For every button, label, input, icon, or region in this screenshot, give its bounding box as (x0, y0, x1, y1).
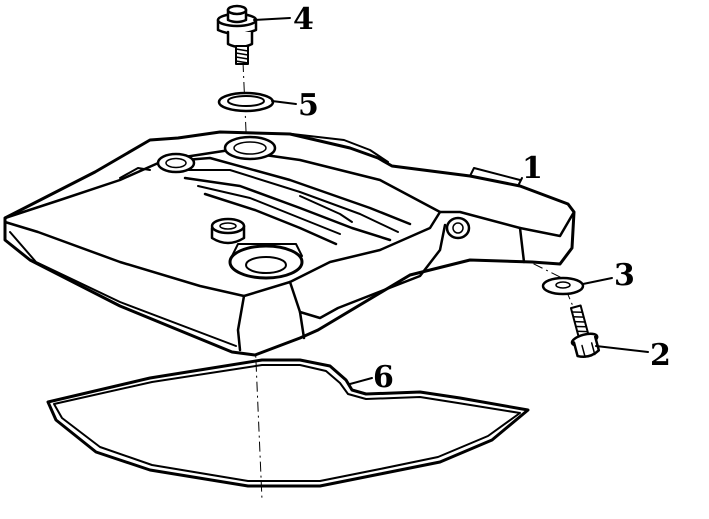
callout-3: 3 (614, 258, 635, 293)
part-4-top-bolt (216, 4, 258, 65)
center-bolt-boss (228, 243, 304, 280)
callout-2: 2 (650, 338, 671, 373)
part-3-washer (541, 276, 585, 296)
callout-4: 4 (293, 2, 314, 37)
callout-5: 5 (298, 88, 319, 123)
callout-6: 6 (373, 360, 394, 395)
callout-labels: 4 5 1 3 2 6 (293, 2, 671, 395)
breather-nipple (210, 217, 246, 245)
callout-1: 1 (522, 151, 543, 186)
part-6-gasket (46, 358, 530, 488)
part-5-seal-washer (217, 91, 275, 113)
side-mounting-eye (445, 216, 471, 240)
callout-leaders (253, 17, 649, 385)
part-1-valve-cover (3, 130, 576, 357)
part-2-flange-bolt (569, 304, 601, 359)
